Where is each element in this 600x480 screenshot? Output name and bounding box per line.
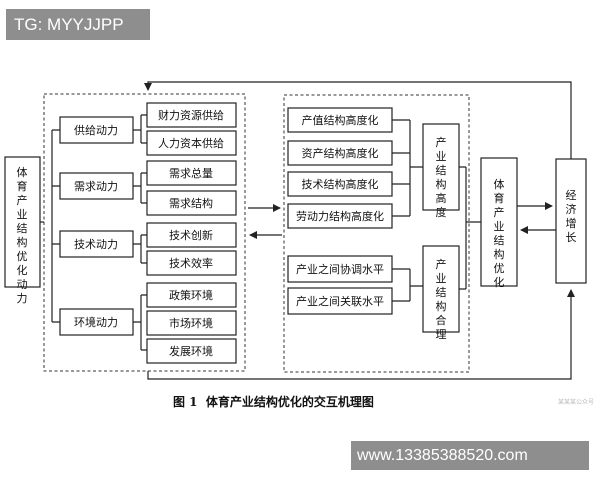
- left-source-label-text: 体育产业结构优化动力: [17, 165, 28, 305]
- adv-tech-box: [287, 171, 393, 197]
- driver-bracket: [51, 129, 60, 323]
- item-demand-total-box: [146, 160, 237, 186]
- item-label: 技术效率: [169, 256, 213, 270]
- advancement-category-label-text: 产业结构高度: [436, 135, 447, 219]
- adv-asset-box: [287, 140, 393, 166]
- rat-coordination-box: [287, 255, 393, 283]
- rat-label: 产业之间协调水平: [296, 262, 384, 276]
- technology-subbracket: [133, 234, 147, 264]
- category-connector: [459, 166, 481, 290]
- optimization-box: [480, 157, 518, 287]
- item-market-env-box: [146, 310, 237, 336]
- item-label: 需求总量: [169, 166, 213, 180]
- rationalization-category-box: [422, 245, 460, 333]
- rationalization-bracket: [392, 268, 423, 302]
- driver-group-frame: [43, 93, 246, 372]
- rationalization-category-label-text: 产业结构合理: [436, 257, 447, 341]
- growth-label: 经济增长: [566, 189, 577, 244]
- adv-output-box: [287, 107, 393, 133]
- adv-label: 产值结构高度化: [302, 113, 379, 127]
- rationalization-category-label: 产业结构合理: [436, 257, 447, 341]
- rat-linkage-box: [287, 287, 393, 315]
- growth-box: [555, 158, 587, 284]
- environment-subbracket: [133, 294, 147, 351]
- adv-label: 技术结构高度化: [302, 177, 379, 191]
- adv-label: 资产结构高度化: [302, 146, 379, 160]
- item-label: 财力资源供给: [158, 108, 224, 122]
- phone-watermark: www.13385388520.com: [351, 441, 589, 470]
- adv-label: 劳动力结构高度化: [296, 209, 384, 223]
- item-label: 需求结构: [169, 196, 213, 210]
- item-label: 发展环境: [169, 344, 213, 358]
- item-policy-env-box: [146, 282, 237, 308]
- supply-subbracket: [133, 114, 147, 144]
- driver-demand-label: 需求动力: [74, 180, 118, 193]
- item-label: 市场环境: [169, 316, 213, 330]
- item-tech-efficiency-box: [146, 250, 237, 276]
- advancement-bracket: [392, 119, 423, 217]
- item-human-capital-box: [146, 130, 237, 156]
- item-demand-structure-box: [146, 190, 237, 216]
- advancement-category-box: [422, 123, 460, 211]
- item-label: 政策环境: [169, 288, 213, 302]
- demand-subbracket: [133, 172, 147, 204]
- advancement-category-label: 产业结构高度: [436, 135, 447, 219]
- figure-caption: 图 1 体育产业结构优化的交互机理图: [173, 394, 374, 409]
- driver-technology-label: 技术动力: [74, 238, 118, 251]
- optimization-label: 体育产业结构优化: [494, 177, 505, 289]
- item-tech-innovation-box: [146, 222, 237, 248]
- driver-supply-label: 供给动力: [74, 123, 118, 137]
- corner-watermark: 某某某公众号: [558, 399, 594, 406]
- optimization-label-text: 体育产业结构优化: [494, 177, 505, 289]
- left-source-box: [4, 156, 41, 288]
- driver-environment-label: 环境动力: [74, 315, 118, 329]
- feedback-arrow-top: [144, 81, 572, 159]
- item-label: 技术创新: [169, 228, 213, 242]
- item-development-env-box: [146, 338, 237, 364]
- feedback-arrow-bottom: [147, 289, 575, 380]
- item-financial-supply-box: [146, 102, 237, 128]
- item-label: 人力资本供给: [158, 136, 224, 150]
- watermark-tag: TG: MYYJJPP: [6, 9, 150, 40]
- rat-label: 产业之间关联水平: [296, 294, 384, 308]
- left-source-label: 体育产业结构优化动力: [17, 165, 28, 305]
- growth-label-text: 经济增长: [566, 189, 577, 244]
